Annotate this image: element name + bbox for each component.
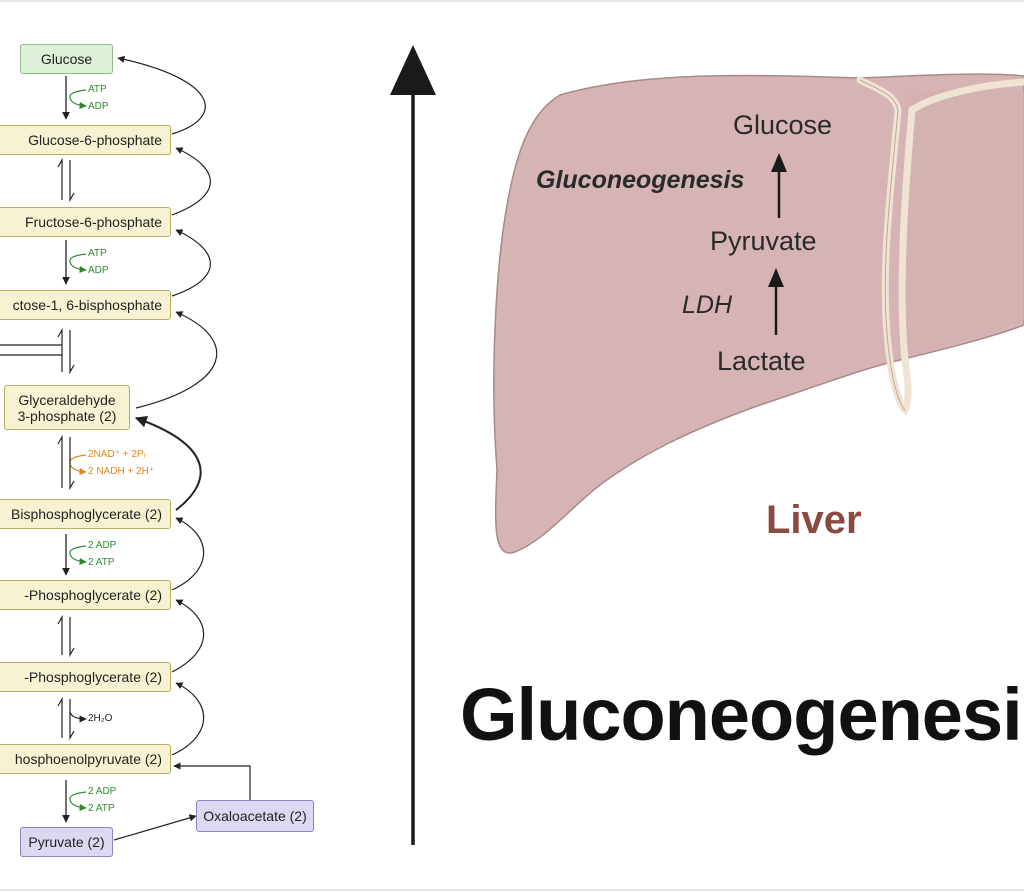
cofactor-nad: 2NAD⁺ + 2Pᵢ — [88, 449, 146, 460]
glyceraldehyde-3-phosphate-box: Glyceraldehyde 3-phosphate (2) — [4, 385, 130, 430]
page-title: Gluconeogenesis — [460, 673, 1024, 756]
pyruvate-box: Pyruvate (2) — [20, 827, 113, 857]
liver-glucose-label: Glucose — [733, 110, 833, 140]
cofactor-adp: ADP — [88, 101, 109, 112]
big-up-arrow-icon — [390, 45, 436, 845]
bypass-bar-icon — [0, 344, 62, 356]
cofactor-curl-icon — [69, 89, 87, 812]
cofactor-atp: 2 ATP — [88, 803, 115, 814]
liver-process-label: Gluconeogenesis — [536, 166, 745, 194]
liver-organ-label: Liver — [766, 498, 862, 542]
bypass-arrow-icon — [113, 55, 251, 841]
phosphoenolpyruvate-box: hosphoenolpyruvate (2) — [0, 744, 171, 774]
3-phosphoglycerate-box: -Phosphoglycerate (2) — [0, 580, 171, 610]
cofactor-atp: ATP — [88, 84, 107, 95]
2-phosphoglycerate-box: -Phosphoglycerate (2) — [0, 662, 171, 692]
cofactor-curl-icon — [69, 454, 87, 476]
g3p-line2: 3-phosphate (2) — [17, 407, 117, 424]
liver-pyruvate-label: Pyruvate — [710, 226, 817, 256]
glucose-box: Glucose — [20, 44, 113, 74]
cofactor-atp: ATP — [88, 248, 107, 259]
oxaloacetate-box: Oxaloacetate (2) — [196, 800, 314, 832]
reversible-arrow-icon — [57, 157, 87, 741]
liver-enzyme-label: LDH — [682, 291, 733, 319]
fructose-bisphosphate-box: ctose-1, 6-bisphosphate — [0, 290, 171, 320]
cofactor-nadh: 2 NADH + 2H⁺ — [88, 466, 155, 477]
cofactor-adp: 2 ADP — [88, 540, 117, 551]
glucose-6-phosphate-box: Glucose-6-phosphate — [0, 125, 171, 155]
cofactor-h2o: 2H₂O — [88, 713, 113, 724]
fructose-6-phosphate-box: Fructose-6-phosphate — [0, 207, 171, 237]
liver-illustration — [493, 73, 1024, 554]
cofactor-atp: 2 ATP — [88, 557, 115, 568]
cofactor-adp: 2 ADP — [88, 786, 117, 797]
cofactor-adp: ADP — [88, 265, 109, 276]
liver-lactate-label: Lactate — [717, 346, 806, 376]
bisphosphoglycerate-box: Bisphosphoglycerate (2) — [0, 499, 171, 529]
g3p-line1: Glyceraldehyde — [18, 391, 116, 408]
